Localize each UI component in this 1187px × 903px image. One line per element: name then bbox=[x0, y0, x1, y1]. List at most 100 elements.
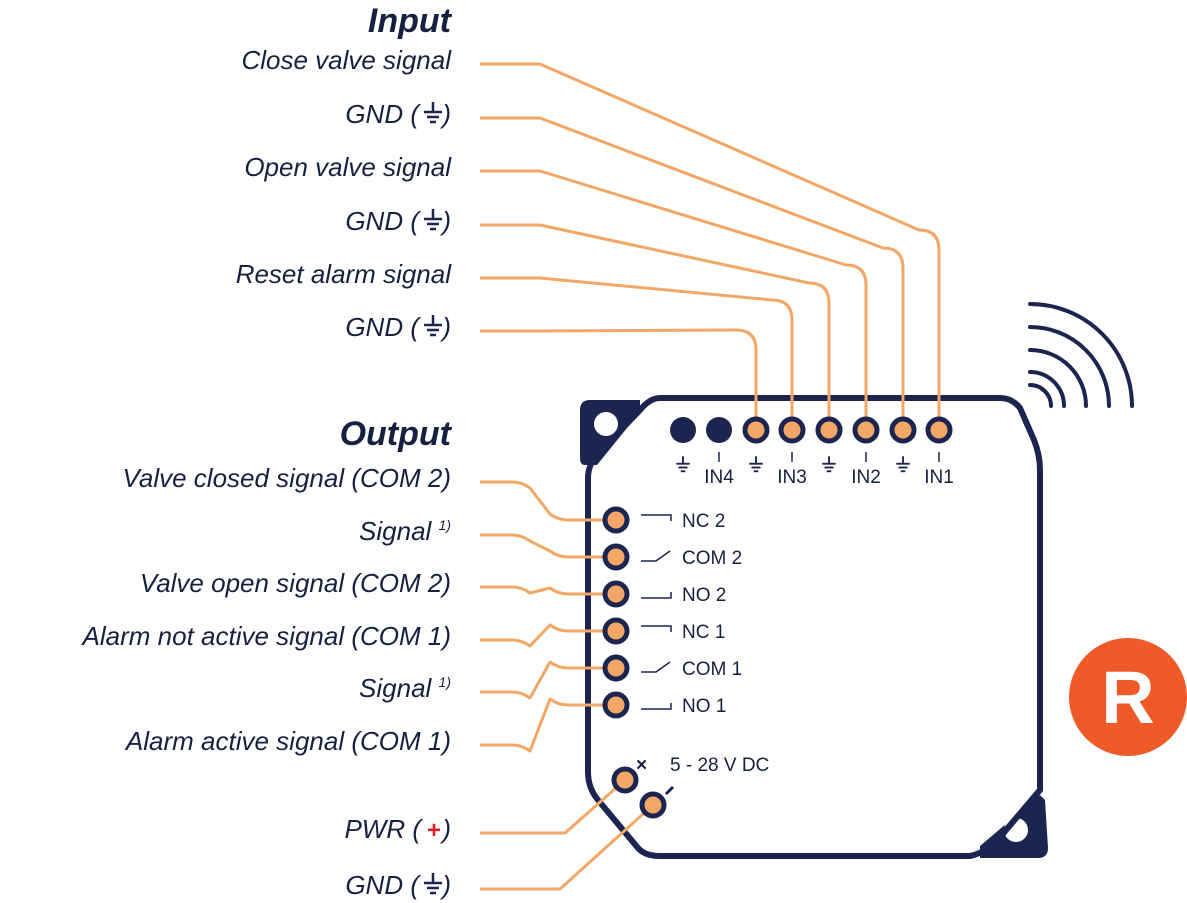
output-label: Valve open signal (COM 2) bbox=[140, 568, 451, 598]
contact-symbol-icon bbox=[641, 625, 672, 632]
plus-icon: + bbox=[427, 817, 441, 844]
output-wire bbox=[480, 585, 616, 596]
ground-icon bbox=[424, 209, 442, 231]
label-text: Alarm active signal (COM 1) bbox=[124, 726, 451, 756]
top-terminal[interactable] bbox=[852, 416, 880, 444]
terminal-label: IN2 bbox=[851, 467, 881, 488]
relay-terminal-label: NO 2 bbox=[682, 585, 726, 606]
input-wire bbox=[480, 116, 905, 430]
input-wire bbox=[480, 169, 868, 430]
label-text: Reset alarm signal bbox=[236, 259, 453, 289]
top-terminal[interactable] bbox=[778, 416, 806, 444]
terminal-label: IN4 bbox=[704, 467, 734, 488]
device-body bbox=[580, 395, 1048, 859]
label-text: GND ( bbox=[345, 206, 421, 236]
certification-badge: R bbox=[1069, 638, 1187, 756]
mounting-hole-icon bbox=[594, 412, 618, 436]
power-terminal: × 5 - 28 V DC bbox=[611, 755, 769, 819]
input-wire bbox=[480, 276, 794, 430]
label-text: Alarm not active signal (COM 1) bbox=[81, 621, 451, 651]
input-label: Reset alarm signal bbox=[236, 259, 453, 289]
output-label: Alarm not active signal (COM 1) bbox=[81, 621, 451, 651]
power-labels: PWR (+) GND () bbox=[344, 814, 451, 900]
label-text: Valve closed signal (COM 2) bbox=[123, 463, 452, 493]
input-label: GND ( bbox=[345, 99, 421, 129]
contact-symbol-icon bbox=[641, 703, 672, 710]
label-text: Signal bbox=[359, 516, 439, 546]
output-label: Signal 1) bbox=[359, 516, 451, 546]
label-text: GND ( bbox=[345, 870, 421, 900]
power-label: GND ( bbox=[345, 870, 421, 900]
badge-circle bbox=[1069, 638, 1187, 756]
top-terminal[interactable] bbox=[925, 416, 953, 444]
label-suffix: ) bbox=[439, 206, 451, 236]
ground-icon bbox=[676, 456, 690, 473]
superscript: 1) bbox=[439, 674, 451, 690]
input-label: Close valve signal bbox=[241, 45, 452, 75]
relay-terminal-label: NC 2 bbox=[682, 511, 725, 532]
contact-symbol-icon bbox=[641, 592, 672, 599]
wireless-signal-icon bbox=[1028, 302, 1134, 408]
label-text: Valve open signal (COM 2) bbox=[140, 568, 451, 598]
top-terminal[interactable] bbox=[706, 417, 732, 443]
label-suffix: ) bbox=[439, 312, 451, 342]
top-terminal[interactable] bbox=[670, 417, 696, 443]
terminal-label: IN1 bbox=[924, 467, 954, 488]
relay-terminal[interactable] bbox=[602, 543, 630, 571]
top-terminal[interactable] bbox=[815, 416, 843, 444]
minus-mark bbox=[664, 785, 675, 796]
contact-symbol-icon bbox=[641, 661, 671, 673]
badge-letter: R bbox=[1101, 656, 1154, 739]
ground-icon bbox=[424, 873, 442, 895]
label-text: Close valve signal bbox=[241, 45, 452, 75]
relay-terminal[interactable] bbox=[602, 617, 630, 645]
output-wire bbox=[480, 623, 616, 648]
power-plus-terminal[interactable] bbox=[611, 766, 639, 794]
label-suffix: ) bbox=[439, 870, 451, 900]
output-wire bbox=[480, 660, 616, 700]
output-heading: Output bbox=[340, 415, 453, 453]
output-label: Valve closed signal (COM 2) bbox=[123, 463, 452, 493]
label-text: Open valve signal bbox=[244, 152, 452, 182]
output-wire bbox=[480, 697, 616, 753]
output-label: Alarm active signal (COM 1) bbox=[124, 726, 451, 756]
ground-icon bbox=[749, 456, 763, 473]
label-text: GND ( bbox=[345, 312, 421, 342]
relay-terminal[interactable] bbox=[602, 506, 630, 534]
relay-terminal[interactable] bbox=[602, 654, 630, 682]
input-wire bbox=[480, 328, 758, 430]
terminal-label: IN3 bbox=[777, 467, 807, 488]
superscript: 1) bbox=[439, 517, 451, 533]
top-terminal[interactable] bbox=[889, 416, 917, 444]
ground-icon bbox=[896, 456, 910, 473]
relay-terminal-label: COM 2 bbox=[682, 548, 742, 569]
power-gnd-terminal[interactable] bbox=[639, 791, 667, 819]
power-label: PWR ( bbox=[344, 814, 423, 844]
output-labels: Valve closed signal (COM 2) Signal 1) Valv… bbox=[81, 463, 451, 756]
input-wire bbox=[480, 62, 941, 430]
contact-symbol-icon bbox=[641, 514, 672, 521]
label-text: GND ( bbox=[345, 99, 421, 129]
input-label: GND ( bbox=[345, 206, 421, 236]
relay-terminal-label: NC 1 bbox=[682, 622, 725, 643]
gnd-wire bbox=[480, 803, 655, 891]
relay-terminal-label: NO 1 bbox=[682, 696, 726, 717]
relay-terminal[interactable] bbox=[602, 580, 630, 608]
ground-icon bbox=[424, 102, 442, 124]
wires bbox=[480, 62, 941, 891]
voltage-label: 5 - 28 V DC bbox=[670, 755, 769, 776]
plus-mark: × bbox=[636, 755, 647, 776]
input-label: Open valve signal bbox=[244, 152, 452, 182]
ground-icon bbox=[822, 456, 836, 473]
top-terminals: IN4 IN3 IN2 IN1 bbox=[670, 416, 954, 488]
label-suffix: ) bbox=[439, 814, 451, 844]
relay-terminal[interactable] bbox=[602, 691, 630, 719]
output-wire bbox=[480, 533, 616, 559]
top-terminal[interactable] bbox=[742, 416, 770, 444]
power-wire bbox=[480, 778, 626, 835]
ground-icon bbox=[424, 315, 442, 337]
output-wire bbox=[480, 480, 616, 522]
